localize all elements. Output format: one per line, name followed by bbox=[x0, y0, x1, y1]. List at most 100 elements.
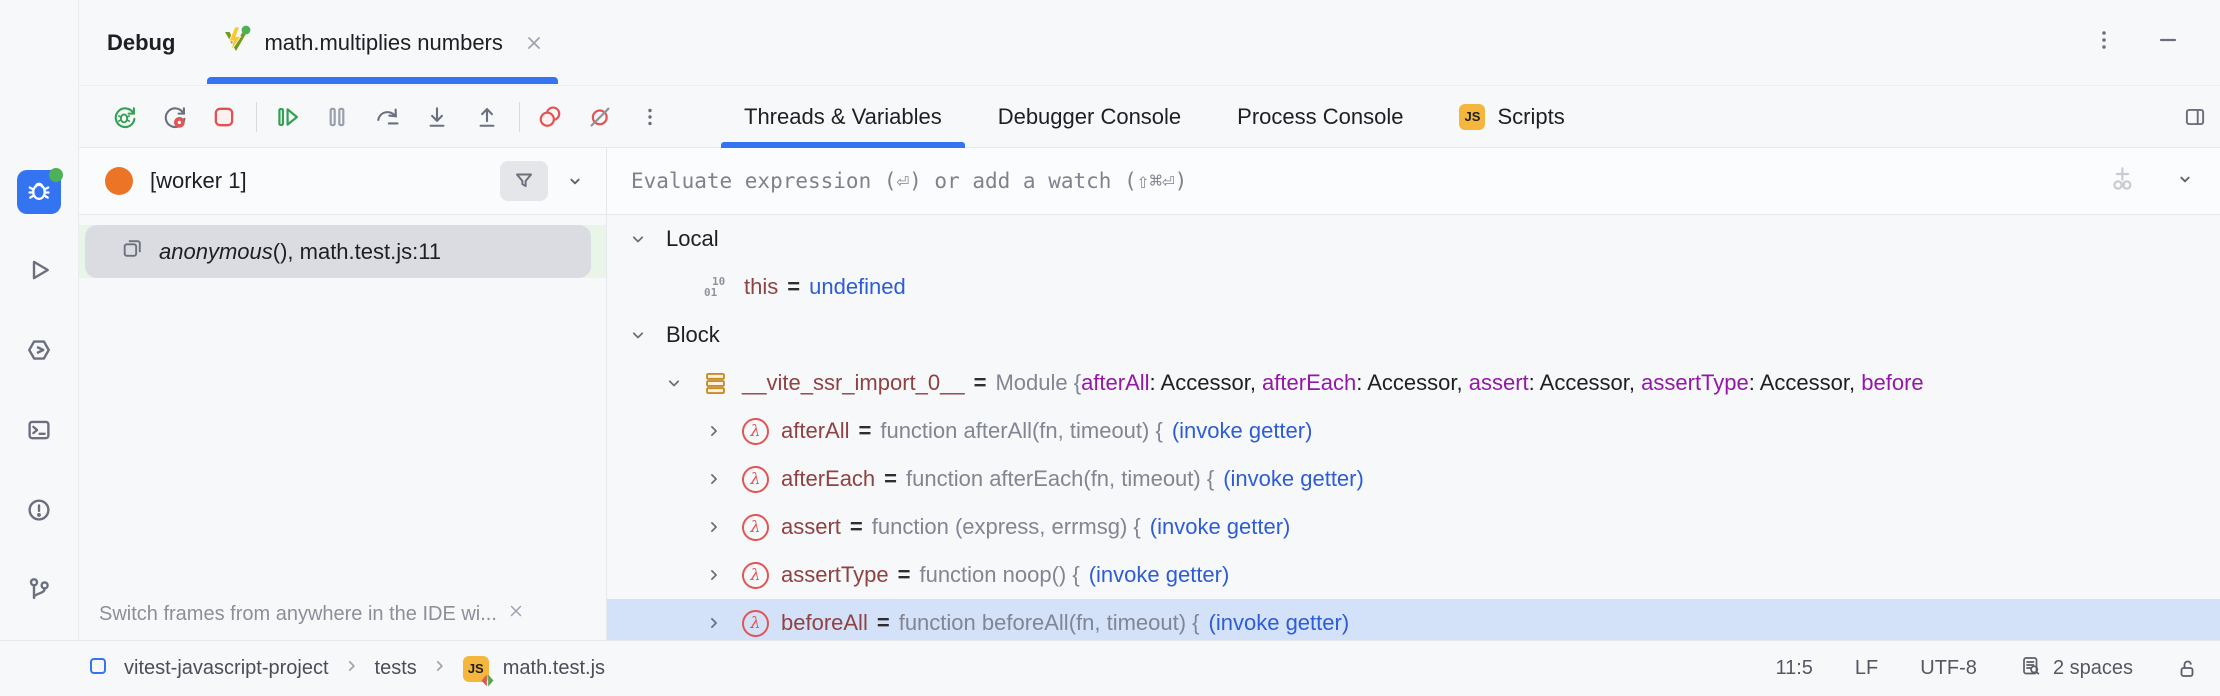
chevron-down-icon[interactable] bbox=[628, 325, 648, 345]
lock-icon[interactable] bbox=[2175, 657, 2199, 681]
indent-icon bbox=[2019, 654, 2043, 684]
chevron-right-icon[interactable] bbox=[704, 469, 724, 489]
file-encoding[interactable]: UTF-8 bbox=[1920, 657, 1977, 679]
breadcrumb-project[interactable]: vitest-javascript-project bbox=[124, 657, 329, 679]
tree-row-assert[interactable]: λ assert = function (express, errmsg) { … bbox=[607, 503, 2220, 551]
sidebar-item-git[interactable] bbox=[17, 570, 61, 614]
rerun-failed-tests-button[interactable] bbox=[160, 103, 188, 131]
chevron-right-icon[interactable] bbox=[704, 517, 724, 537]
js-file-icon: JS bbox=[1459, 103, 1486, 130]
chevron-down-icon[interactable] bbox=[664, 373, 684, 393]
sidebar-item-problems[interactable] bbox=[17, 490, 61, 534]
frames-icon bbox=[120, 236, 145, 267]
debugger-view-tabs: Threads & Variables Debugger Console Pro… bbox=[716, 86, 1593, 148]
tree-group-block[interactable]: Block bbox=[607, 311, 2220, 359]
header-more-icon[interactable] bbox=[2092, 28, 2116, 57]
run-icon bbox=[24, 255, 54, 290]
step-over-button[interactable] bbox=[373, 103, 401, 131]
sidebar-item-run[interactable] bbox=[17, 250, 61, 294]
tree-row-afterAll[interactable]: λ afterAll = function afterAll(fn, timeo… bbox=[607, 407, 2220, 455]
debug-session-tab[interactable]: math.multiplies numbers bbox=[207, 0, 559, 85]
toolbar-separator bbox=[256, 101, 257, 132]
tree-row-beforeAll[interactable]: λ beforeAll = function beforeAll(fn, tim… bbox=[607, 599, 2220, 640]
tree-group-local[interactable]: Local bbox=[607, 215, 2220, 263]
resume-button[interactable] bbox=[273, 103, 301, 131]
line-separator[interactable]: LF bbox=[1854, 657, 1879, 679]
mute-breakpoints-button[interactable] bbox=[586, 103, 614, 131]
tool-window-sidebar bbox=[0, 0, 79, 640]
view-breakpoints-button[interactable] bbox=[536, 103, 564, 131]
function-icon: λ bbox=[742, 513, 769, 541]
frame-label: anonymous(), math.test.js:11 bbox=[159, 238, 442, 264]
debug-active-status-dot bbox=[49, 168, 63, 182]
step-out-button[interactable] bbox=[473, 103, 501, 131]
stop-button[interactable] bbox=[210, 103, 238, 131]
breadcrumb: vitest-javascript-project tests JS math.… bbox=[86, 654, 606, 686]
toolbar-more-icon[interactable] bbox=[636, 103, 664, 131]
invoke-getter-link[interactable]: (invoke getter) bbox=[1088, 562, 1230, 587]
close-icon[interactable] bbox=[524, 33, 544, 53]
hide-frames-filter-button[interactable] bbox=[500, 161, 548, 201]
bug-icon bbox=[24, 175, 54, 210]
indent-setting[interactable]: 2 spaces bbox=[2019, 654, 2133, 684]
selected-stack-frame[interactable]: anonymous(), math.test.js:11 bbox=[85, 225, 591, 278]
invoke-getter-link[interactable]: (invoke getter) bbox=[1149, 514, 1291, 539]
add-watch-icon[interactable] bbox=[2108, 164, 2138, 199]
frames-hint-banner: Switch frames from anywhere in the IDE w… bbox=[79, 602, 606, 640]
tree-row-module[interactable]: __vite_ssr_import_0__ = Module { afterAl… bbox=[607, 359, 2220, 407]
breadcrumb-tests[interactable]: tests bbox=[374, 657, 417, 679]
session-tab-label: math.multiplies numbers bbox=[264, 29, 503, 55]
pause-button[interactable] bbox=[323, 103, 351, 131]
project-icon bbox=[86, 654, 110, 684]
caret-position[interactable]: 11:5 bbox=[1775, 657, 1813, 679]
debugger-toolbar: Threads & Variables Debugger Console Pro… bbox=[79, 85, 2220, 148]
breadcrumb-file[interactable]: math.test.js bbox=[502, 657, 606, 679]
thread-dropdown-chevron-icon[interactable] bbox=[564, 170, 586, 192]
sidebar-item-terminal[interactable] bbox=[17, 410, 61, 454]
invoke-getter-link[interactable]: (invoke getter) bbox=[1171, 418, 1313, 443]
tool-window-title: Debug bbox=[107, 29, 176, 55]
close-icon[interactable] bbox=[507, 602, 525, 626]
frames-panel: [worker 1] bbox=[79, 148, 607, 640]
tree-row-afterEach[interactable]: λ afterEach = function afterEach(fn, tim… bbox=[607, 455, 2220, 503]
rerun-debug-button[interactable] bbox=[110, 103, 138, 131]
toolbar-separator bbox=[519, 101, 520, 132]
tab-process-console[interactable]: Process Console bbox=[1237, 103, 1404, 129]
variables-panel: Evaluate expression (⏎) or add a watch (… bbox=[607, 148, 2220, 640]
function-icon: λ bbox=[742, 417, 769, 445]
chevron-right-icon[interactable] bbox=[704, 421, 724, 441]
hint-text: Switch frames from anywhere in the IDE w… bbox=[99, 602, 497, 625]
hide-tool-window-icon[interactable] bbox=[2156, 28, 2180, 57]
evaluate-expand-chevron-icon[interactable] bbox=[2174, 168, 2196, 195]
tab-threads-variables[interactable]: Threads & Variables bbox=[716, 86, 970, 148]
git-branch-icon bbox=[24, 575, 54, 610]
vitest-icon bbox=[221, 25, 251, 60]
tree-row-assertType[interactable]: λ assertType = function noop() { (invoke… bbox=[607, 551, 2220, 599]
chevron-right-icon[interactable] bbox=[704, 613, 724, 633]
chevron-right-icon bbox=[343, 657, 361, 681]
tab-scripts[interactable]: JS Scripts bbox=[1431, 86, 1592, 147]
chevron-right-icon[interactable] bbox=[704, 565, 724, 585]
function-icon: λ bbox=[742, 465, 769, 493]
sidebar-item-debug[interactable] bbox=[17, 168, 63, 214]
sidebar-item-services[interactable] bbox=[17, 330, 61, 374]
services-icon bbox=[24, 335, 54, 370]
invoke-getter-link[interactable]: (invoke getter) bbox=[1223, 466, 1364, 491]
terminal-icon bbox=[24, 415, 54, 450]
evaluate-placeholder: Evaluate expression (⏎) or add a watch (… bbox=[631, 169, 1188, 193]
function-icon: λ bbox=[742, 561, 769, 589]
chevron-down-icon[interactable] bbox=[628, 229, 648, 249]
test-marker-icon bbox=[481, 674, 494, 686]
layout-settings-icon[interactable] bbox=[2182, 104, 2220, 130]
step-into-button[interactable] bbox=[423, 103, 451, 131]
thread-selector[interactable]: [worker 1] bbox=[79, 148, 606, 215]
evaluate-expression-bar[interactable]: Evaluate expression (⏎) or add a watch (… bbox=[607, 148, 2220, 215]
function-icon: λ bbox=[742, 609, 769, 637]
invoke-getter-link[interactable]: (invoke getter) bbox=[1208, 610, 1350, 635]
stack-frame-row[interactable]: anonymous(), math.test.js:11 bbox=[79, 225, 606, 278]
tab-debugger-console[interactable]: Debugger Console bbox=[997, 103, 1182, 129]
